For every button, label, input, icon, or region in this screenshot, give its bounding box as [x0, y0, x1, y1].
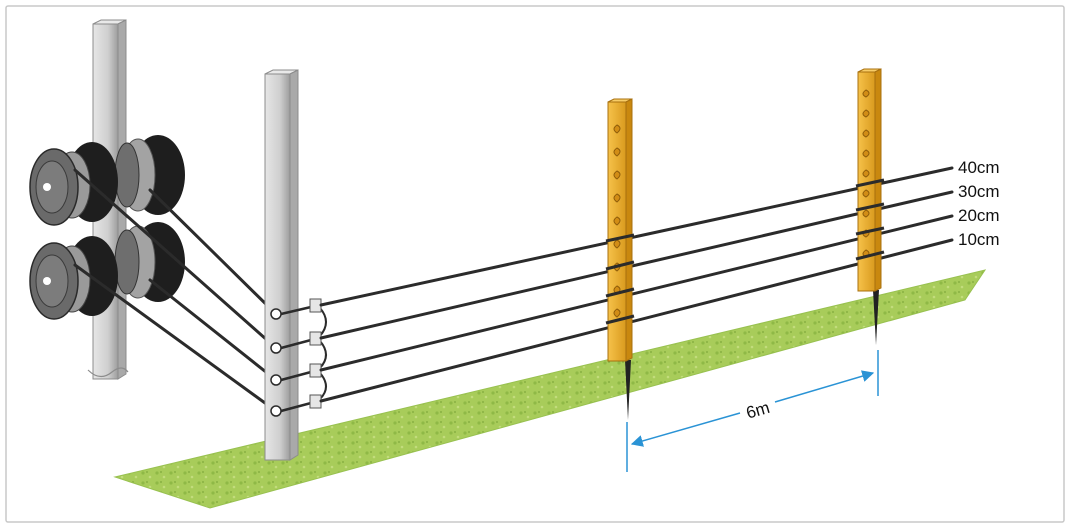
wire-30cm	[319, 190, 954, 340]
yellow-post-2	[857, 68, 882, 345]
wire-height-labels: 40cm 30cm 20cm 10cm	[958, 158, 1000, 249]
wire-20cm	[319, 214, 954, 372]
label-10cm: 10cm	[958, 230, 1000, 249]
label-30cm: 30cm	[958, 182, 1000, 201]
post-1-wire-crossings	[605, 233, 635, 325]
wire-10cm	[319, 238, 954, 403]
reel-upper-front	[29, 142, 118, 226]
reel-upper-back	[114, 135, 185, 215]
corner-metal-post	[264, 69, 299, 461]
reel-lower-back	[114, 222, 185, 302]
post-2-wire-crossings	[855, 178, 885, 261]
wire-40cm	[319, 166, 954, 307]
wire-reels	[29, 135, 185, 320]
reel-lower-front	[29, 236, 118, 320]
fence-wires	[319, 166, 954, 403]
grass-strip	[113, 269, 987, 509]
label-20cm: 20cm	[958, 206, 1000, 225]
reel-wires	[73, 168, 278, 413]
corner-insulators	[270, 298, 327, 417]
label-40cm: 40cm	[958, 158, 1000, 177]
